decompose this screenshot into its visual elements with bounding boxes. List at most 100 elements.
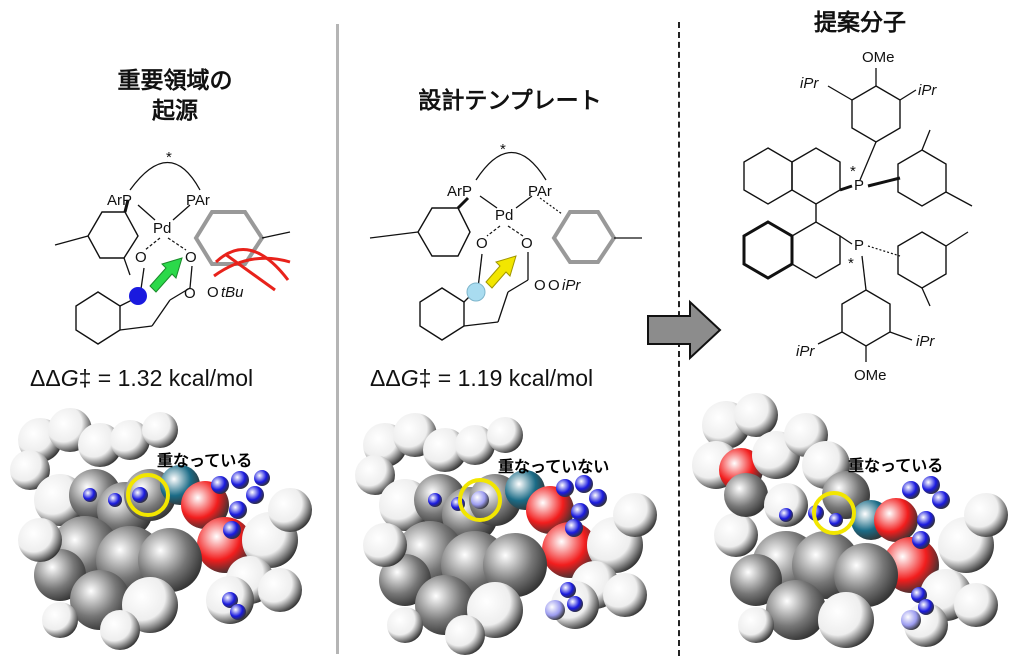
panel2-ddg: ΔΔG‡ = 1.19 kcal/mol (370, 365, 594, 391)
p2-pd: Pd (495, 207, 513, 224)
atom-sphere (954, 583, 998, 627)
atom-sphere (932, 491, 950, 509)
atom-sphere (231, 471, 249, 489)
atom-sphere (526, 486, 574, 534)
atom-sphere (254, 470, 270, 486)
p3-ipr-2: iPr (918, 82, 937, 99)
p3-ome-bottom: OMe (854, 367, 887, 384)
p2-star: * (500, 141, 506, 158)
p1-star: * (166, 149, 172, 166)
p1-o1: O (135, 249, 147, 266)
next-arrow-icon (647, 299, 722, 361)
atom-sphere (42, 602, 78, 638)
atom-sphere (229, 501, 247, 519)
atom-sphere (387, 607, 423, 643)
highlight-ring (812, 491, 856, 535)
atom-sphere (834, 543, 898, 607)
panel3-title: 提案分子 (814, 10, 906, 36)
atom-sphere (445, 615, 485, 655)
atom-sphere (911, 587, 927, 603)
panel3-3d-model (692, 393, 1008, 648)
p3-star-1: * (850, 163, 856, 180)
atom-sphere (132, 487, 148, 503)
panel1-title: 重要領域の 起源 (117, 68, 233, 124)
p1-pd: Pd (153, 220, 171, 237)
atom-sphere (258, 568, 302, 612)
atom-sphere (738, 607, 774, 643)
atom-sphere (901, 610, 921, 630)
atom-sphere (764, 483, 808, 527)
atom-sphere (818, 592, 874, 648)
p1-o3: O (184, 285, 196, 302)
atom-sphere (100, 610, 140, 650)
p1-o2: O (185, 249, 197, 266)
atom-sphere (730, 554, 782, 606)
p2-o1: O (476, 235, 488, 252)
p2-ester-group: iPr (562, 277, 581, 294)
atom-sphere (589, 489, 607, 507)
p3-ipr-4: iPr (916, 333, 935, 350)
atom-sphere (902, 481, 920, 499)
atom-sphere (603, 573, 647, 617)
atom-sphere (110, 420, 150, 460)
atom-sphere (108, 493, 122, 507)
atom-sphere (455, 425, 495, 465)
atom-sphere (355, 455, 395, 495)
atom-sphere (222, 592, 238, 608)
atom-sphere (10, 450, 50, 490)
atom-sphere (724, 473, 768, 517)
p3-star-2: * (848, 255, 854, 272)
atom-sphere (567, 596, 583, 612)
atom-sphere (565, 519, 583, 537)
atom-sphere (223, 521, 241, 539)
p2-ester-o: O (548, 277, 560, 294)
atom-sphere (714, 513, 758, 557)
atom-sphere (556, 479, 574, 497)
atom-sphere (613, 493, 657, 537)
atom-sphere (874, 498, 918, 542)
atom-sphere (268, 488, 312, 532)
atom-sphere (922, 476, 940, 494)
p3-ipr-3: iPr (796, 343, 815, 360)
atom-sphere (142, 412, 178, 448)
panel2-title: 設計テンプレート (418, 88, 602, 114)
panel2-overlap-label: 重なっていない (498, 457, 610, 476)
p1-ester-group: tBu (221, 284, 244, 301)
atom-sphere (964, 493, 1008, 537)
atom-sphere (211, 476, 229, 494)
atom-sphere (138, 528, 202, 592)
p2-highlight-atom (466, 282, 486, 302)
yellow-arrow-icon (485, 255, 517, 289)
p3-ome-top: OMe (862, 49, 895, 66)
highlight-ring (126, 473, 170, 517)
p1-highlight-atom (129, 287, 147, 305)
p2-o2: O (521, 235, 533, 252)
panel1-ddg: ΔΔG‡ = 1.32 kcal/mol (30, 365, 254, 391)
atom-sphere (487, 417, 523, 453)
atom-sphere (766, 580, 826, 640)
atom-sphere (483, 533, 547, 597)
atom-sphere (363, 523, 407, 567)
atom-sphere (912, 531, 930, 549)
atom-sphere (18, 518, 62, 562)
p3-p2: P (854, 237, 864, 254)
atom-sphere (734, 393, 778, 437)
panel2-3d-model (355, 413, 657, 655)
panel3-overlap-label: 重なっている (848, 456, 944, 475)
panel3-structure: OMe iPr iPr * P P * iPr iPr OMe (742, 49, 973, 384)
atom-sphere (428, 493, 442, 507)
atom-sphere (560, 582, 576, 598)
panel1-structure: * ArP PAr Pd O O O O tBu (54, 149, 291, 345)
p2-o3: O (534, 277, 546, 294)
p3-ipr-1: iPr (800, 75, 819, 92)
atom-sphere (571, 503, 589, 521)
atom-sphere (917, 511, 935, 529)
panel2-structure: * ArP PAr Pd O O O O iPr (369, 141, 642, 341)
p2-par: PAr (528, 183, 552, 200)
atom-sphere (829, 513, 843, 527)
green-arrow-icon (149, 257, 183, 293)
p1-par: PAr (186, 192, 210, 209)
atom-sphere (230, 604, 246, 620)
atom-sphere (83, 488, 97, 502)
p3-p1: P (854, 177, 864, 194)
